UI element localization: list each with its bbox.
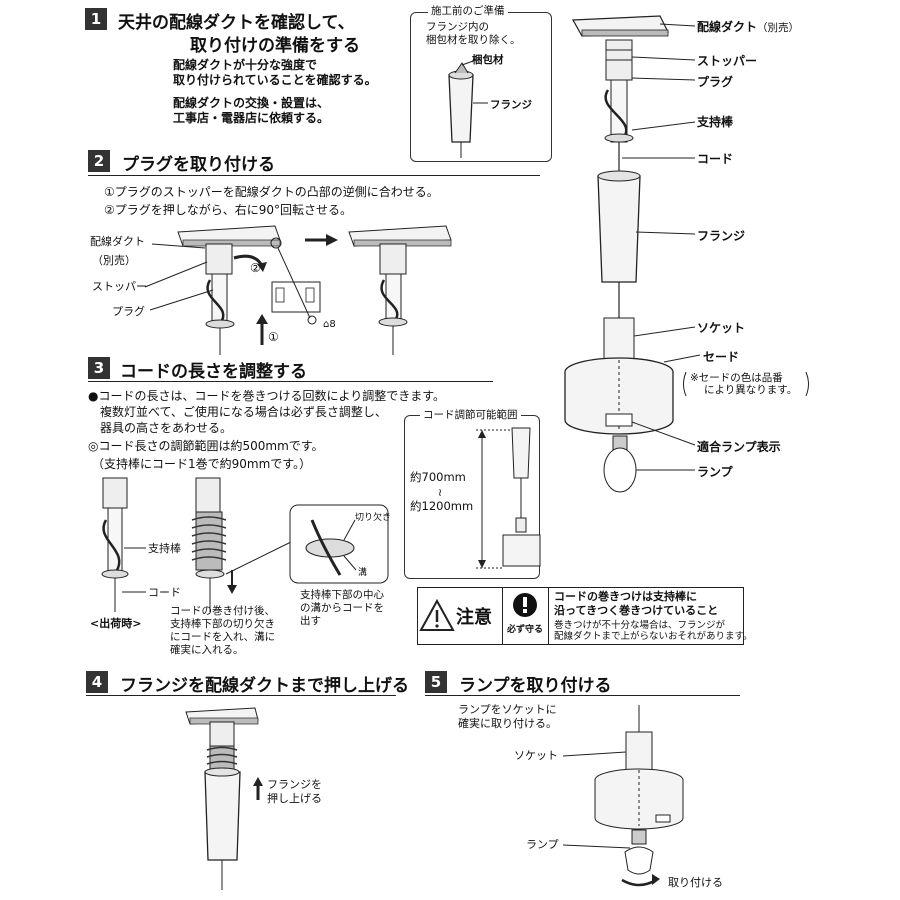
part-label-lamp: ランプ — [697, 465, 733, 479]
step5-label-attach: 取り付ける — [668, 876, 723, 889]
step2-mark-2: ② — [250, 261, 261, 275]
part-label-rod: 支持棒 — [697, 115, 734, 129]
prep-label-flange: フランジ — [490, 99, 532, 111]
caution-label: 注意 — [456, 607, 492, 628]
step2-title: プラグを取り付ける — [122, 155, 275, 175]
part-duct-note: （別売） — [757, 22, 800, 34]
prep-text-line1: フランジ内の — [426, 21, 489, 33]
step2-instruction-2: ②プラグを押しながら、右に90°回転させる。 — [104, 203, 353, 217]
prep-label-packing: 梱包材 — [472, 54, 504, 66]
step2-label-plug: プラグ — [112, 305, 145, 318]
part-label-stopper: ストッパー — [697, 54, 758, 68]
part-label-socket: ソケット — [697, 321, 746, 335]
step1-body2-line1: 配線ダクトの交換・設置は、 — [173, 96, 330, 110]
shade-note-line1: ※セードの色は品番 — [690, 372, 783, 384]
step3-detail-note-1: 支持棒下部の中心 — [300, 589, 384, 601]
step5-note-1: ランプをソケットに — [458, 703, 557, 716]
step5-label-lamp: ランプ — [526, 838, 559, 851]
part-label-plug: プラグ — [697, 75, 734, 89]
step3-label-groove: 溝 — [358, 568, 368, 578]
step3-wind-note-4: 確実に入れる。 — [170, 644, 244, 656]
part-label-shade: セード — [703, 350, 740, 364]
caution-divider-2 — [548, 588, 549, 644]
part-label-flange: フランジ — [697, 229, 746, 243]
part-label-duct: 配線ダクト（別売） — [697, 18, 799, 35]
caution-divider-1 — [502, 588, 503, 644]
caution-must: 必ず守る — [507, 625, 544, 635]
step3-wind-note-3: にコードを入れ、溝に — [170, 631, 276, 643]
step3-wind-note-1: コードの巻き付け後、 — [170, 605, 275, 617]
step3-line5: （支持棒にコード1巻で約90mmです。） — [92, 457, 312, 471]
step3-detail-note-3: 出す — [300, 615, 321, 627]
step3-line2: 複数灯並べて、ご使用になる場合は必ず長さ調整し、 — [100, 405, 387, 419]
step2-icon-caption: ⌂8 — [323, 319, 336, 330]
step5-number: 5 — [425, 671, 447, 693]
step5-label-socket: ソケット — [514, 749, 558, 762]
cord-range-min: 約700mm — [410, 470, 466, 484]
step1-body1-line2: 取り付けられていることを確認する。 — [173, 73, 377, 87]
step1-body2-line2: 工事店・電器店に依頼する。 — [173, 111, 330, 125]
step3-label-notch: 切り欠き — [355, 513, 392, 523]
step3-line4: ◎コード長さの調節範囲は約500mmです。 — [88, 439, 324, 453]
part-label-lamp-indicator: 適合ランプ表示 — [697, 440, 781, 454]
step3-label-cord: コード — [148, 586, 181, 599]
step3-line3: 器具の高さをあわせる。 — [100, 421, 233, 435]
step2-rule — [88, 175, 540, 176]
prep-text-line2: 梱包材を取り除く。 — [426, 34, 521, 46]
step3-label-rod: 支持棒 — [148, 542, 181, 555]
step5-rule — [425, 695, 740, 696]
step3-wind-note-2: 支持棒下部の切り欠き — [170, 618, 275, 630]
caution-text-1: 巻きつけが不十分な場合は、フランジが — [554, 620, 726, 631]
step4-note-1: フランジを — [267, 778, 322, 791]
step3-label-shipping: <出荷時> — [90, 617, 142, 630]
part-duct-name: 配線ダクト — [697, 20, 758, 34]
step1-title-line2: 取り付けの準備をする — [190, 36, 360, 56]
shade-note-line2: により異なります。 — [704, 384, 798, 396]
part-label-cord: コード — [697, 152, 734, 166]
cord-range-title: コード調節可能範囲 — [420, 409, 521, 422]
step2-label-duct: 配線ダクト — [90, 235, 145, 248]
caution-headline-2: 沿ってきつく巻きつけていること — [554, 604, 719, 617]
step2-mark-1: ① — [268, 330, 279, 344]
prep-title: 施工前のご準備 — [428, 5, 508, 18]
step2-label-duct-note: （別売） — [92, 254, 136, 267]
step1-title-line1: 天井の配線ダクトを確認して、 — [118, 13, 355, 33]
step3-line1: ●コードの長さは、コードを巻きつける回数により調整できます。 — [88, 389, 446, 403]
step2-instruction-1: ①プラグのストッパーを配線ダクトの凸部の逆側に合わせる。 — [104, 185, 439, 199]
step3-title: コードの長さを調整する — [120, 362, 307, 382]
step5-title: ランプを取り付ける — [459, 676, 612, 696]
step4-note-2: 押し上げる — [267, 792, 322, 805]
caution-text-2: 配線ダクトまで上がらないおそれがあります。 — [554, 631, 753, 642]
cord-range-tilde: ≀ — [438, 486, 443, 499]
step4-rule — [86, 695, 396, 696]
caution-box — [417, 587, 744, 645]
step3-number: 3 — [88, 357, 110, 379]
step2-label-stopper: ストッパー — [92, 280, 147, 293]
step5-note-2: 確実に取り付ける。 — [458, 717, 557, 730]
step4-title: フランジを配線ダクトまで押し上げる — [120, 676, 409, 696]
step4-number: 4 — [86, 671, 108, 693]
caution-headline-1: コードの巻きつけは支持棒に — [554, 590, 697, 603]
step3-rule — [88, 381, 493, 382]
step3-detail-note-2: の溝からコードを — [300, 602, 384, 614]
step2-number: 2 — [88, 150, 110, 172]
step1-number: 1 — [85, 8, 107, 30]
step1-body1-line1: 配線ダクトが十分な強度で — [173, 58, 318, 72]
cord-range-max: 約1200mm — [410, 499, 474, 513]
